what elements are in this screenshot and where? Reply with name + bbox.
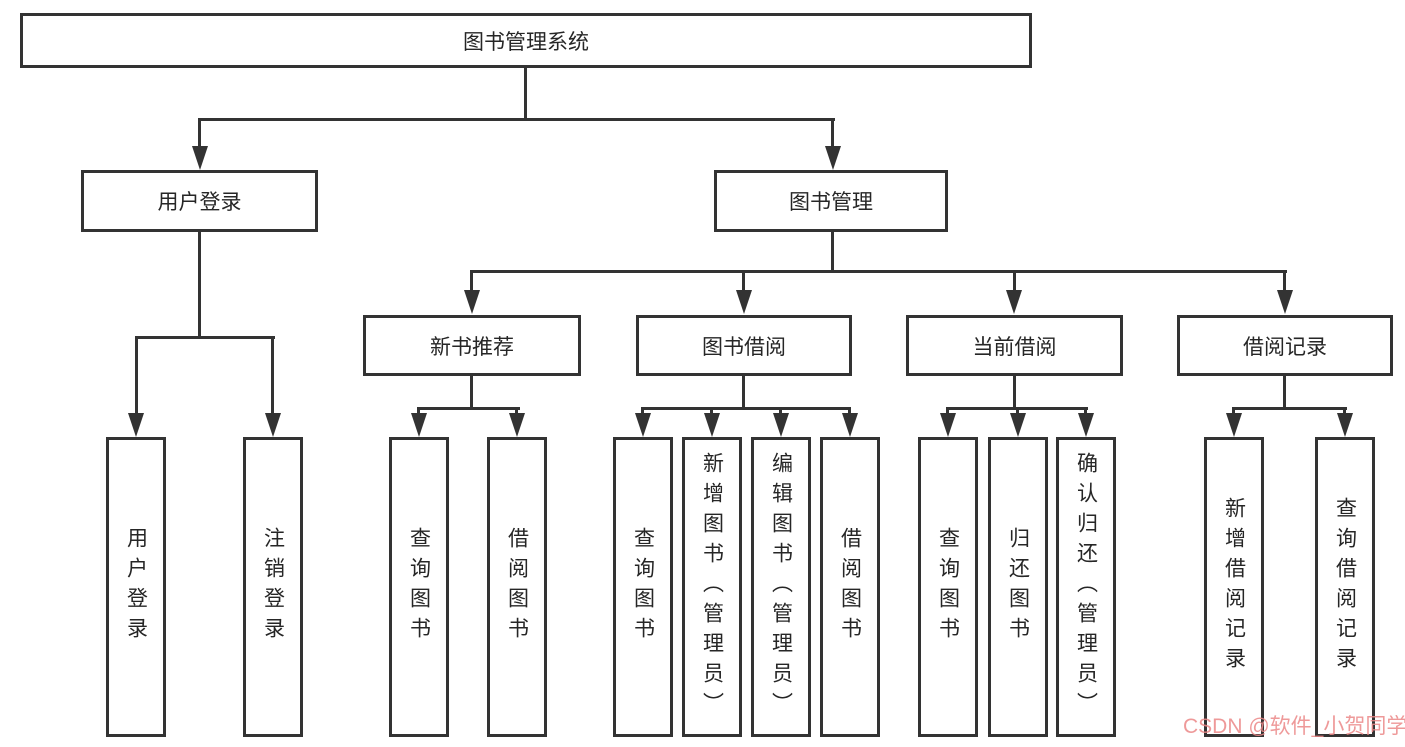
arrow-down-icon — [825, 146, 841, 170]
leaf-records-add-record: 新增借阅记录 — [1204, 437, 1264, 737]
node-user-login-branch: 用户登录 — [81, 170, 318, 232]
arrow-down-icon — [1078, 413, 1094, 437]
arrow-down-icon — [411, 413, 427, 437]
leaf-recommend-query-books: 查询图书 — [389, 437, 449, 737]
leaf-recommend-borrow-books: 借阅图书 — [487, 437, 547, 737]
connector-line — [710, 407, 713, 415]
connector-line — [779, 407, 782, 415]
connector-line — [515, 407, 518, 415]
connector-line — [198, 118, 201, 148]
connector-line — [417, 407, 520, 410]
connector-line — [831, 118, 834, 148]
connector-line — [198, 232, 201, 339]
connector-line — [831, 232, 834, 273]
arrow-down-icon — [509, 413, 525, 437]
leaf-current-return-books-label: 归还图书 — [1006, 527, 1030, 647]
connector-line — [1283, 376, 1286, 410]
leaf-current-return-books: 归还图书 — [988, 437, 1048, 737]
arrow-down-icon — [1337, 413, 1353, 437]
leaf-records-query-record: 查询借阅记录 — [1315, 437, 1375, 737]
connector-line — [742, 376, 745, 410]
leaf-recommend-query-books-label: 查询图书 — [407, 527, 431, 647]
leaf-records-add-record-label: 新增借阅记录 — [1222, 497, 1246, 677]
node-book-management: 图书管理 — [714, 170, 948, 232]
node-root-label: 图书管理系统 — [463, 30, 589, 54]
leaf-borrow-query-books-label: 查询图书 — [631, 527, 655, 647]
leaf-borrow-add-books-admin-label: 新增图书（管理员） — [700, 452, 724, 722]
csdn-watermark: CSDN @软件_小贺同学 — [1183, 715, 1405, 738]
connector-line — [1232, 407, 1235, 415]
leaf-borrow-add-books-admin: 新增图书（管理员） — [682, 437, 742, 737]
arrow-down-icon — [1277, 290, 1293, 314]
arrow-down-icon — [265, 413, 281, 437]
leaf-recommend-borrow-books-label: 借阅图书 — [505, 527, 529, 647]
arrow-down-icon — [1010, 413, 1026, 437]
node-borrow-records-label: 借阅记录 — [1243, 335, 1327, 359]
leaf-current-query-books-label: 查询图书 — [936, 527, 960, 647]
connector-line — [417, 407, 420, 415]
leaf-borrow-edit-books-admin: 编辑图书（管理员） — [751, 437, 811, 737]
connector-line — [848, 407, 851, 415]
node-book-management-label: 图书管理 — [789, 191, 873, 214]
connector-line — [524, 68, 527, 121]
connector-line — [1016, 407, 1019, 415]
connector-line — [1013, 270, 1016, 292]
connector-line — [470, 376, 473, 410]
connector-line — [1283, 270, 1286, 292]
leaf-user-login: 用户登录 — [106, 437, 166, 737]
node-new-book-recommend-label: 新书推荐 — [430, 335, 514, 359]
connector-line — [135, 336, 275, 339]
arrow-down-icon — [704, 413, 720, 437]
connector-line — [135, 336, 138, 415]
arrow-down-icon — [1226, 413, 1242, 437]
arrow-down-icon — [192, 146, 208, 170]
leaf-borrow-borrow-books-label: 借阅图书 — [838, 527, 862, 647]
connector-line — [1343, 407, 1346, 415]
leaf-logout: 注销登录 — [243, 437, 303, 737]
leaf-records-query-record-label: 查询借阅记录 — [1333, 497, 1357, 677]
node-new-book-recommend: 新书推荐 — [363, 315, 581, 376]
connector-line — [1013, 376, 1016, 410]
connector-line — [946, 407, 949, 415]
leaf-current-confirm-return-admin-label: 确认归还（管理员） — [1074, 452, 1098, 722]
connector-line — [470, 270, 1287, 273]
connector-line — [742, 270, 745, 292]
node-book-borrow: 图书借阅 — [636, 315, 852, 376]
node-borrow-records: 借阅记录 — [1177, 315, 1393, 376]
arrow-down-icon — [940, 413, 956, 437]
arrow-down-icon — [773, 413, 789, 437]
node-root: 图书管理系统 — [20, 13, 1032, 68]
leaf-logout-label: 注销登录 — [261, 527, 285, 647]
node-book-borrow-label: 图书借阅 — [702, 335, 786, 359]
arrow-down-icon — [128, 413, 144, 437]
connector-line — [641, 407, 644, 415]
arrow-down-icon — [842, 413, 858, 437]
leaf-borrow-query-books: 查询图书 — [613, 437, 673, 737]
arrow-down-icon — [736, 290, 752, 314]
connector-line — [470, 270, 473, 292]
leaf-user-login-label: 用户登录 — [124, 527, 148, 647]
connector-line — [1232, 407, 1347, 410]
connector-line — [641, 407, 851, 410]
connector-line — [1084, 407, 1087, 415]
leaf-current-query-books: 查询图书 — [918, 437, 978, 737]
node-user-login-branch-label: 用户登录 — [157, 191, 242, 214]
leaf-borrow-borrow-books: 借阅图书 — [820, 437, 880, 737]
leaf-current-confirm-return-admin: 确认归还（管理员） — [1056, 437, 1116, 737]
node-current-borrow-label: 当前借阅 — [972, 335, 1057, 359]
arrow-down-icon — [1006, 290, 1022, 314]
connector-line — [198, 118, 835, 121]
arrow-down-icon — [464, 290, 480, 314]
connector-line — [271, 336, 274, 415]
leaf-borrow-edit-books-admin-label: 编辑图书（管理员） — [769, 452, 793, 722]
node-current-borrow: 当前借阅 — [906, 315, 1123, 376]
arrow-down-icon — [635, 413, 651, 437]
